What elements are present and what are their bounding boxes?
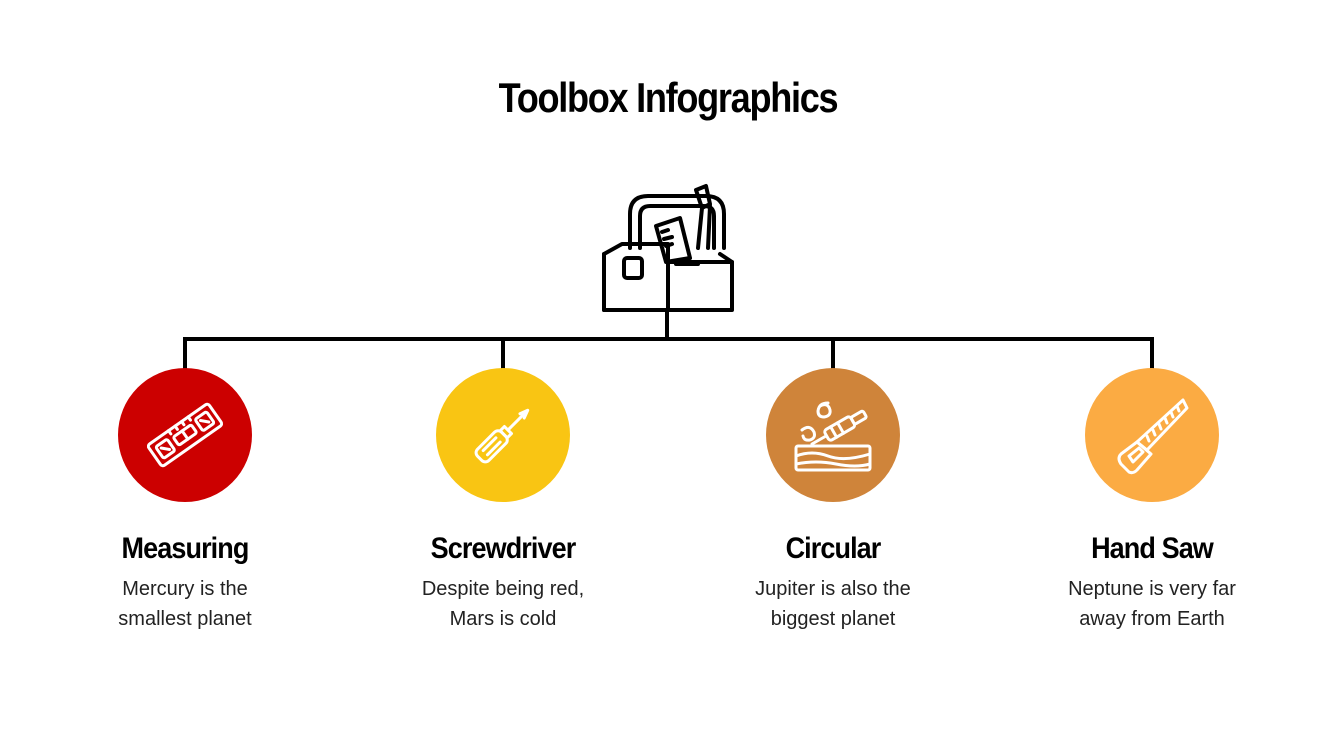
page-title: Toolbox Infographics [498, 74, 839, 121]
item-title-measuring: Measuring [121, 532, 250, 565]
item-screwdriver: Screwdriver Despite being red, Mars is c… [373, 368, 633, 634]
item-text-hand-saw: Neptune is very far away from Earth [1068, 578, 1236, 630]
screwdriver-circle [436, 368, 570, 502]
handsaw-circle [1085, 368, 1219, 502]
item-text-screwdriver: Despite being red, Mars is cold [421, 578, 585, 630]
level-ruler-icon [146, 402, 224, 468]
item-circular: Circular Jupiter is also the biggest pla… [703, 368, 963, 634]
item-title-hand-saw: Hand Saw [1091, 532, 1214, 565]
screwdriver-icon [474, 408, 530, 464]
item-measuring: Measuring Mercury is the smallest planet [55, 368, 315, 634]
hand-saw-icon [1117, 398, 1189, 475]
toolbox-icon [602, 184, 734, 312]
item-text-circular: Jupiter is also the biggest planet [755, 578, 911, 630]
item-text-measuring: Mercury is the smallest planet [118, 578, 252, 630]
item-title-circular: Circular [785, 532, 882, 565]
item-hand-saw: Hand Saw Neptune is very far away from E… [1022, 368, 1282, 634]
item-title-screwdriver: Screwdriver [430, 532, 577, 565]
wood-plane-icon [794, 401, 872, 472]
circular-circle [766, 368, 900, 502]
measuring-circle [118, 368, 252, 502]
